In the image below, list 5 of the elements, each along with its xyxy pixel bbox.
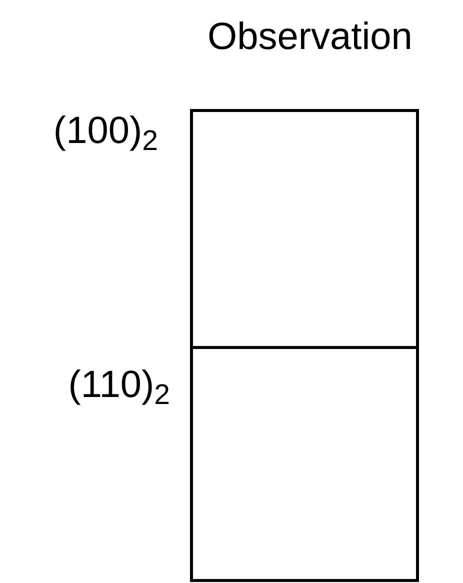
row-label: (110)$_{2}$ — [68, 366, 170, 404]
rectangle-box — [190, 109, 419, 349]
row-label: (100)$_{2}$ — [53, 112, 158, 150]
title: Observation — [206, 18, 414, 56]
rectangle-box — [190, 346, 419, 582]
